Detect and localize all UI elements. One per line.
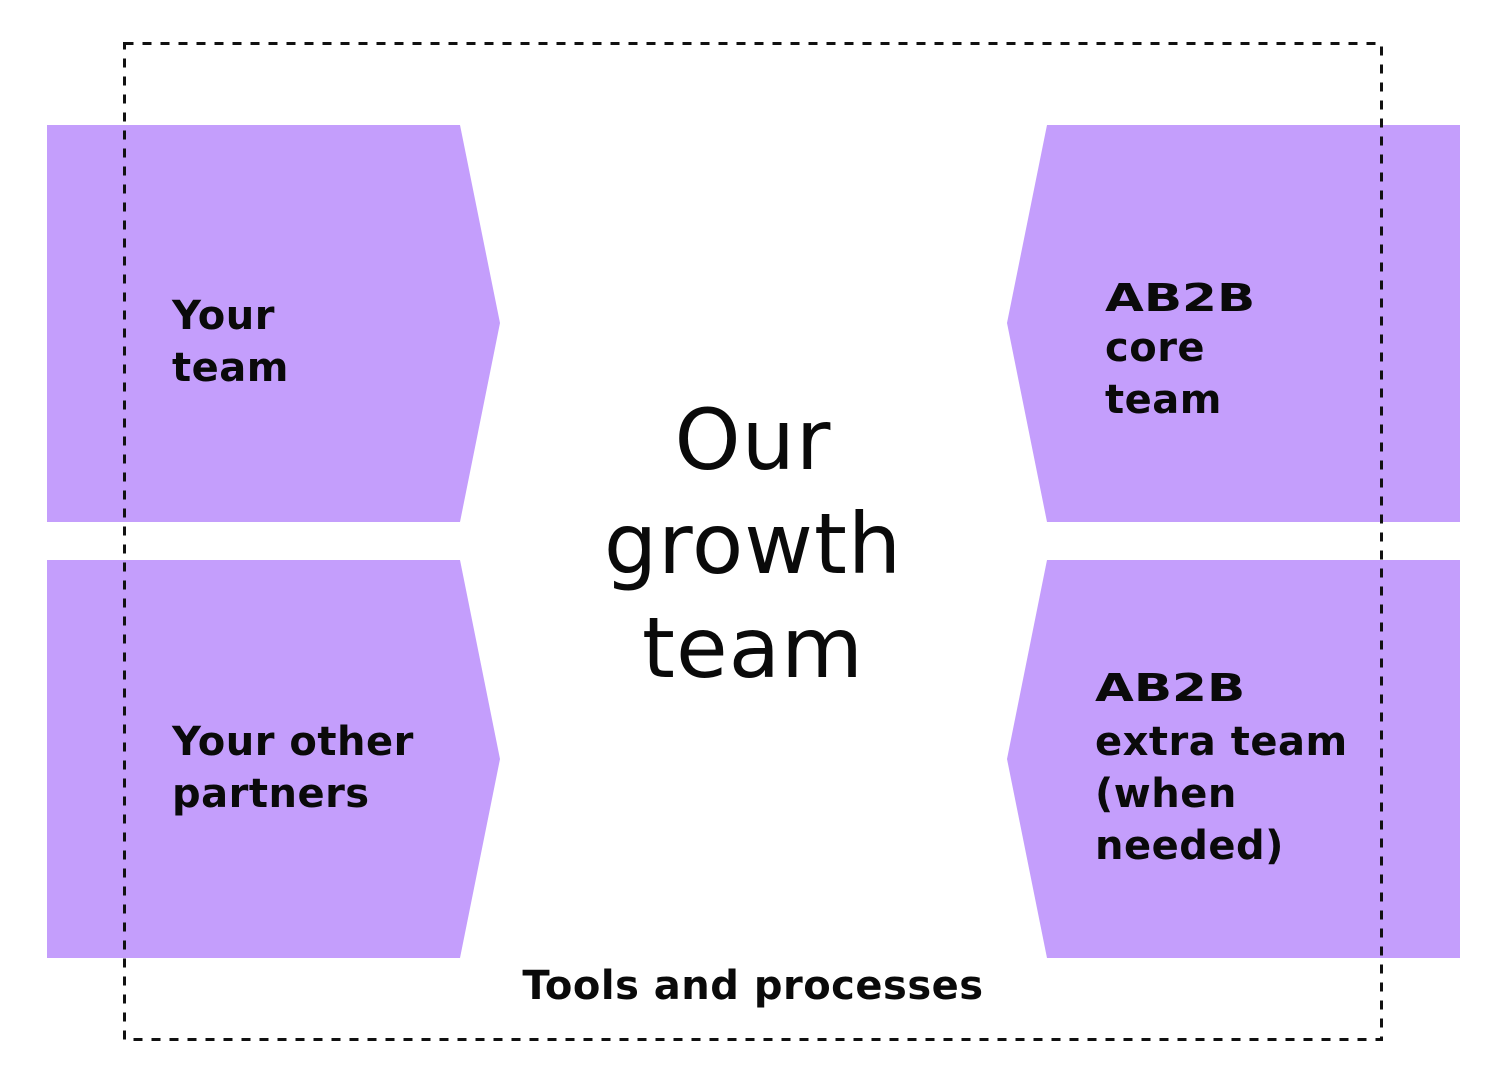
ab2b-core-team-label: core team bbox=[1105, 322, 1222, 426]
extra-team-line-3: needed) bbox=[1095, 823, 1284, 869]
block-ab2b-core-team bbox=[1007, 125, 1460, 522]
tools-and-processes-boundary bbox=[123, 42, 1383, 1041]
ab2b-logo-extra: AB2B bbox=[1095, 666, 1246, 710]
your-team-line-1: Your bbox=[172, 293, 275, 339]
center-title-line-3: team bbox=[642, 599, 864, 697]
block-ab2b-extra-team bbox=[1007, 560, 1460, 958]
core-team-line-1: core bbox=[1105, 325, 1206, 371]
center-title-line-2: growth bbox=[603, 495, 903, 593]
your-team-label: Your team bbox=[172, 290, 289, 394]
partners-line-2: partners bbox=[172, 771, 370, 817]
your-other-partners-label: Your other partners bbox=[172, 716, 414, 820]
core-team-line-2: team bbox=[1105, 377, 1222, 423]
extra-team-line-2: (when bbox=[1095, 771, 1237, 817]
ab2b-logo-core: AB2B bbox=[1105, 276, 1256, 320]
extra-team-line-1: extra team bbox=[1095, 719, 1348, 765]
tools-and-processes-label: Tools and processes bbox=[522, 963, 984, 1009]
block-your-team bbox=[47, 125, 500, 522]
block-your-other-partners bbox=[47, 560, 500, 958]
partners-line-1: Your other bbox=[172, 719, 414, 765]
center-title: Our growth team bbox=[520, 388, 986, 700]
your-team-line-2: team bbox=[172, 345, 289, 391]
ab2b-extra-team-label: extra team (when needed) bbox=[1095, 716, 1348, 872]
center-title-line-1: Our bbox=[674, 391, 832, 489]
